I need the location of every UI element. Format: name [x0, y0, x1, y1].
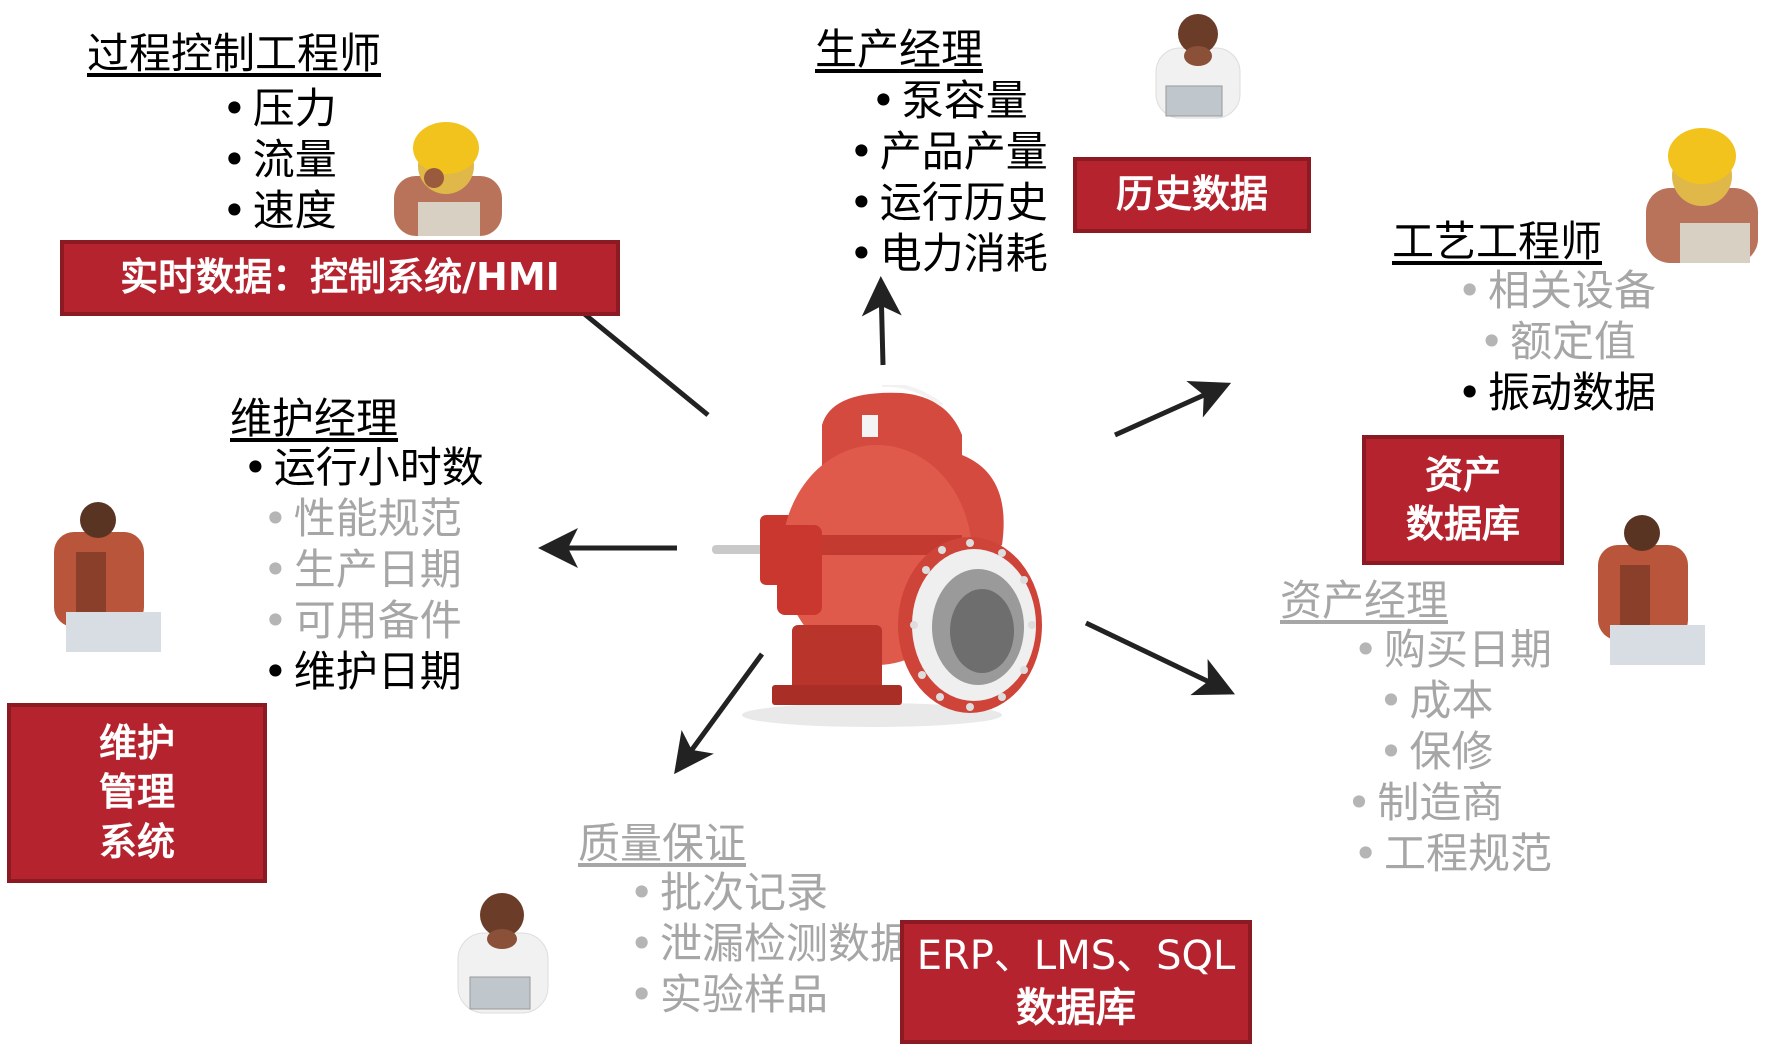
list-item: 可用备件: [243, 595, 550, 646]
arrow-to-asset-manager: [1084, 620, 1236, 696]
box-line: 资产: [1424, 452, 1501, 497]
list-item: 相关设备: [1392, 265, 1656, 316]
list-item: 性能规范: [243, 493, 550, 544]
person-hardhat-right-icon: [1646, 128, 1758, 263]
group-title: 质量保证: [578, 819, 747, 868]
box-erp-database: ERP、LMS、SQL 数据库: [900, 920, 1252, 1044]
group-title: 维护经理: [230, 394, 399, 443]
item-list: 运行小时数 性能规范 生产日期 可用备件 维护日期: [243, 442, 550, 697]
arrow-to-craft-engineer: [1113, 381, 1232, 438]
list-item: 流量: [222, 134, 407, 185]
person-laptop-bottom-icon: [457, 893, 549, 1014]
group-craft-engineer: 工艺工程师 相关设备 额定值 振动数据: [1392, 221, 1682, 418]
box-line: 实时数据：控制系统/HMI: [120, 255, 560, 300]
list-item: 速度: [222, 185, 407, 236]
box-line: 历史数据: [1115, 172, 1268, 217]
list-item: 工程规范: [1280, 828, 1552, 879]
box-maintenance-system: 维护 管理 系统: [7, 703, 267, 883]
box-realtime-data: 实时数据：控制系统/HMI: [60, 240, 620, 316]
group-process-engineer: 过程控制工程师 压力 流量 速度: [87, 33, 407, 236]
item-list: 批次记录 泄漏检测数据 实验样品: [578, 867, 912, 1020]
box-history-data: 历史数据: [1073, 157, 1311, 233]
list-item: 购买日期: [1280, 624, 1552, 675]
person-hardhat-top-left-icon: [394, 122, 502, 236]
person-kneeling-right-icon: [1598, 515, 1705, 665]
box-line: 数据库: [1405, 502, 1520, 546]
item-list: 压力 流量 速度: [222, 83, 407, 236]
list-item: 保修: [1280, 726, 1552, 777]
item-list: 相关设备 额定值 振动数据: [1392, 265, 1656, 418]
box-line: 维护: [98, 720, 175, 765]
list-item: 成本: [1280, 675, 1552, 726]
group-maintenance-manager: 维护经理 运行小时数 性能规范 生产日期 可用备件 维护日期: [230, 398, 550, 697]
arrow-to-production-manager: [861, 276, 902, 366]
person-kneeling-left-icon: [54, 502, 161, 652]
group-production-manager: 生产经理 泵容量 产品产量 运行历史 电力消耗: [815, 29, 1075, 279]
list-item: 生产日期: [243, 544, 550, 595]
list-item: 产品产量: [849, 126, 1075, 177]
group-title: 过程控制工程师: [87, 29, 382, 78]
list-item: 运行历史: [849, 177, 1075, 228]
arrow-to-quality-assurance: [674, 652, 765, 775]
list-item: 批次记录: [578, 867, 888, 918]
pump-image: [712, 385, 1042, 727]
group-title: 生产经理: [815, 25, 984, 74]
list-item: 振动数据: [1392, 367, 1656, 418]
list-item: 实验样品: [578, 969, 888, 1020]
box-asset-database: 资产 数据库: [1362, 435, 1564, 565]
line-to-realtime: [580, 310, 710, 417]
box-line: 系统: [98, 819, 175, 864]
box-line: 管理: [98, 770, 175, 815]
list-item: 额定值: [1392, 316, 1656, 367]
box-line: 数据库: [1016, 985, 1136, 1031]
group-asset-manager: 资产经理 购买日期 成本 保修 制造商 工程规范: [1280, 580, 1580, 879]
person-laptop-top-center-icon: [1155, 14, 1241, 119]
item-list: 泵容量 产品产量 运行历史 电力消耗: [849, 75, 1075, 279]
list-item: 维护日期: [243, 646, 550, 697]
group-title: 资产经理: [1280, 576, 1449, 625]
list-item: 泄漏检测数据: [578, 918, 912, 969]
list-item: 泵容量: [849, 75, 1075, 126]
list-item: 压力: [222, 83, 407, 134]
group-quality-assurance: 质量保证 批次记录 泄漏检测数据 实验样品: [578, 819, 912, 1020]
group-title: 工艺工程师: [1392, 217, 1603, 266]
list-item: 电力消耗: [849, 228, 1075, 279]
box-line: ERP、LMS、SQL: [916, 933, 1236, 979]
list-item: 运行小时数: [243, 442, 550, 493]
item-list: 购买日期 成本 保修 制造商 工程规范: [1280, 624, 1552, 879]
list-item: 制造商: [1280, 777, 1552, 828]
